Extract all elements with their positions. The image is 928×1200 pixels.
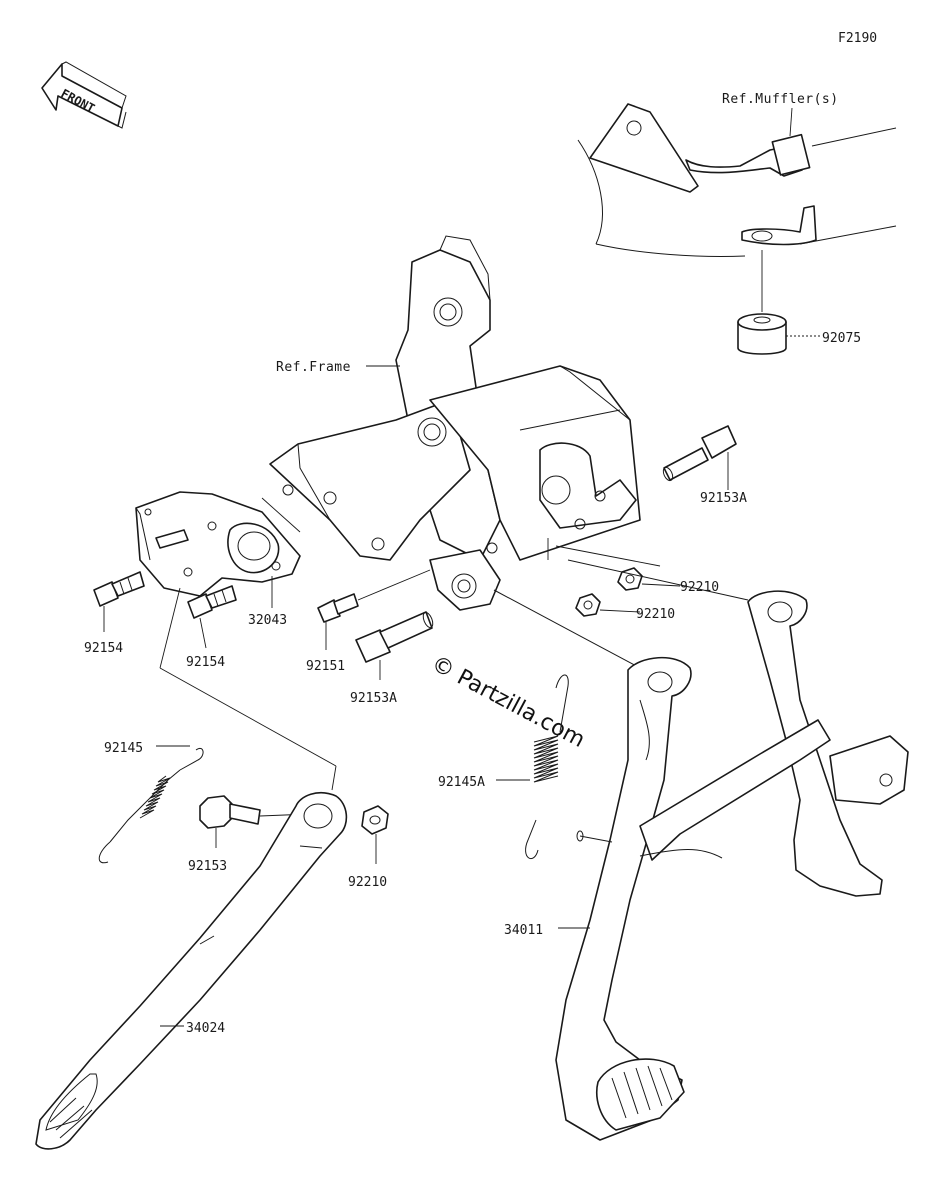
frame-reference: Ref.Frame [269,235,641,611]
part-label-92145: 92145 [104,741,143,756]
part-label-34011: 34011 [504,923,543,938]
part-34011-center-stand: 34011 [493,589,909,1141]
part-92153A-top-bolt: 92153A [662,425,747,506]
part-label-92151: 92151 [306,659,345,674]
part-label-92153A-top: 92153A [700,491,747,506]
part-label-34024: 34024 [186,1021,225,1036]
part-label-92153: 92153 [188,859,227,874]
part-label-32043: 32043 [248,613,287,628]
part-label-92075: 92075 [822,331,861,346]
part-label-92145A: 92145A [438,775,485,790]
part-92075-damper: 92075 [737,250,861,355]
ref-frame-label: Ref.Frame [276,360,351,375]
ref-muffler-label: Ref.Muffler(s) [722,92,839,107]
part-32043-bracket: 32043 [135,491,337,791]
part-34024-side-stand: 34024 [35,791,348,1150]
part-92154-bolts: 92154 92154 [84,571,237,670]
front-arrow-icon: FRONT [41,61,127,129]
part-92153A-mid-bolt: 92153A [350,611,434,706]
muffler-reference: Ref.Muffler(s) [577,92,897,257]
part-92151-bolt: 92151 [306,569,431,674]
part-92210-nut-left: 92210 [348,805,389,890]
part-label-92210-c: 92210 [348,875,387,890]
part-92153-bolt: 92153 [188,795,311,874]
part-label-92154-a: 92154 [84,641,123,656]
figure-code: F2190 [838,31,877,46]
part-label-92154-b: 92154 [186,655,225,670]
part-label-92153A-mid: 92153A [350,691,397,706]
part-92145-spring: 92145 [98,741,204,864]
part-label-92210-b: 92210 [636,607,675,622]
part-92210-nuts: 92210 92210 [547,538,749,622]
part-label-92210-a: 92210 [680,580,719,595]
part-92145A-spring: 92145A [438,674,569,860]
watermark-text: © Partzilla.com [427,651,589,753]
